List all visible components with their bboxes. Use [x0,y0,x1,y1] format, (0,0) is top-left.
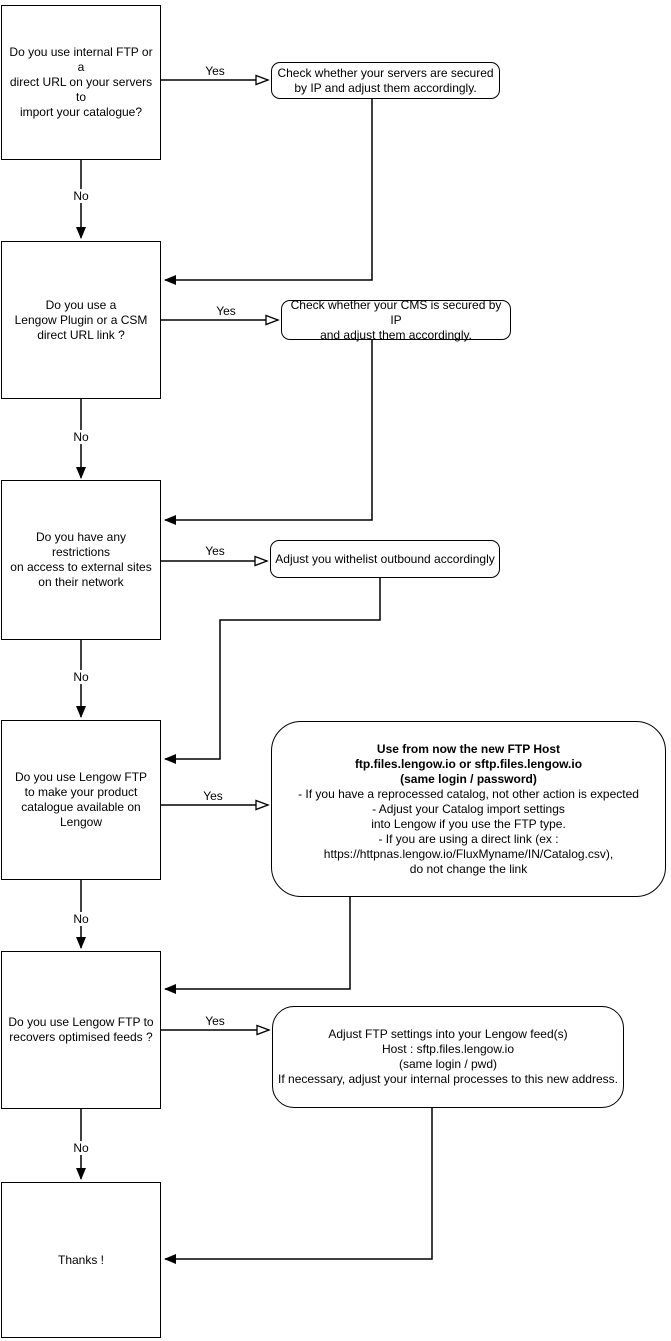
action-check-servers-text: Check whether your servers are secured b… [277,65,494,95]
edge-label-no-1: No [71,189,91,203]
action-adjust-ftp-settings: Adjust FTP settings into your Lengow fee… [272,1006,624,1108]
decision-lengow-ftp-catalogue: Do you use Lengow FTP to make your produ… [1,720,161,880]
edge-label-no-3: No [71,670,91,684]
decision-lengow-plugin-text: Do you use a Lengow Plugin or a CSM dire… [14,297,148,342]
edge-feedback-1 [164,99,373,285]
action-adjust-whitelist: Adjust you withelist outbound accordingl… [270,540,500,578]
decision-network-restrictions: Do you have any restrictions on access t… [1,480,161,640]
action-check-servers: Check whether your servers are secured b… [271,62,500,99]
action-check-cms: Check whether your CMS is secured by IP … [281,297,511,342]
action-adjust-whitelist-text: Adjust you withelist outbound accordingl… [275,551,495,566]
edge-label-yes-3: Yes [203,544,227,558]
terminal-thanks: Thanks ! [1,1182,161,1338]
edge-feedback-5 [164,1108,433,1264]
edge-label-no-5: No [71,1141,91,1155]
decision-lengow-ftp-feeds: Do you use Lengow FTP to recovers optimi… [1,951,161,1109]
edge-label-yes-5: Yes [203,1014,227,1028]
action-adjust-ftp-settings-text: Adjust FTP settings into your Lengow fee… [278,1027,618,1086]
action-check-cms-text: Check whether your CMS is secured by IP … [290,297,502,342]
decision-internal-ftp: Do you use internal FTP or a direct URL … [1,5,161,160]
action-new-ftp-host: Use from now the new FTP Host ftp.files.… [271,721,666,897]
decision-lengow-ftp-feeds-text: Do you use Lengow FTP to recovers optimi… [8,1015,154,1044]
terminal-thanks-text: Thanks ! [57,1252,105,1267]
edge-label-yes-4: Yes [201,789,225,803]
action-new-ftp-host-title: Use from now the new FTP Host ftp.files.… [354,741,583,786]
decision-network-restrictions-text: Do you have any restrictions on access t… [10,530,152,589]
decision-lengow-ftp-catalogue-text: Do you use Lengow FTP to make your produ… [14,770,148,829]
edge-label-no-2: No [71,430,91,444]
decision-lengow-plugin: Do you use a Lengow Plugin or a CSM dire… [1,241,161,399]
edge-feedback-4 [164,897,351,994]
edge-label-no-4: No [71,912,91,926]
edge-label-yes-1: Yes [203,64,227,78]
edge-label-yes-2: Yes [214,304,238,318]
decision-internal-ftp-text: Do you use internal FTP or a direct URL … [9,45,153,119]
action-new-ftp-host-text: - If you have a reprocessed catalog, not… [298,786,639,876]
edge-feedback-2 [164,340,373,525]
